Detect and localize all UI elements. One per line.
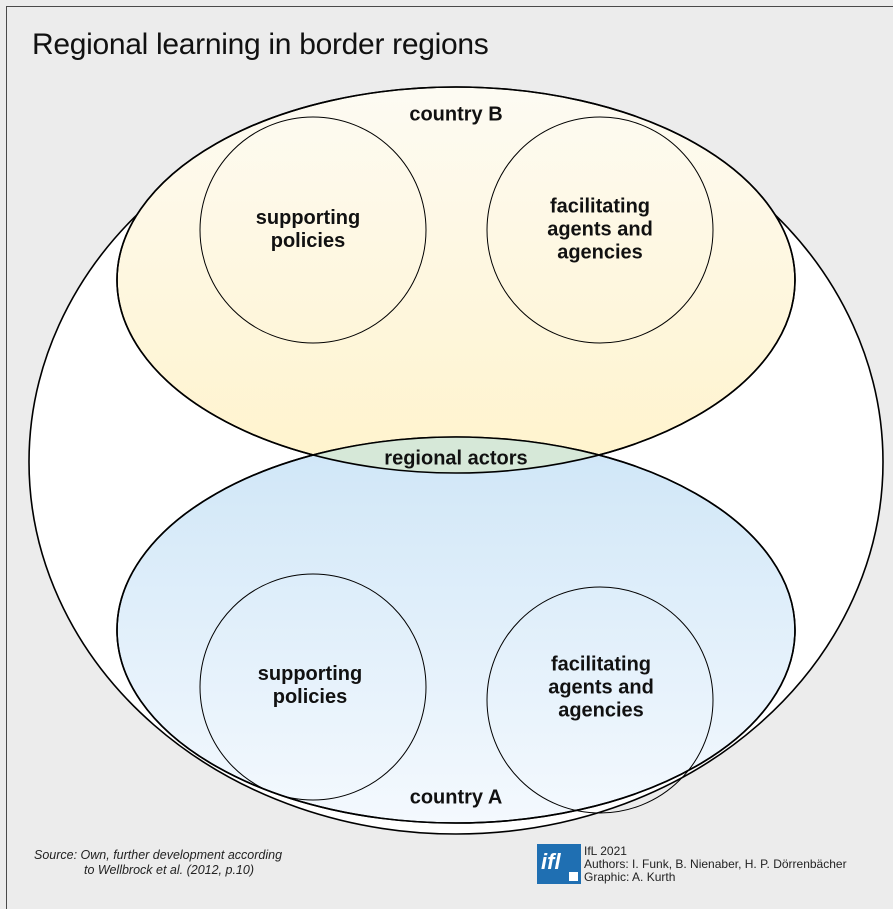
country-b-label: country B [409,103,503,126]
credits-line-1: IfL 2021 [584,844,627,858]
top-right-line-2: agents and [547,218,653,241]
logo-text: ifl [541,849,561,874]
source-note: Source: Own, further development accordi… [34,848,354,878]
country-a-label: country A [409,786,503,809]
top-left-line-1: supporting [255,207,361,229]
top-left-line-2: policies [270,230,346,252]
country-a-ellipse [116,436,796,824]
bottom-right-line-3: agencies [558,699,644,722]
bottom-right-line-2: agents and [548,676,654,699]
bottom-left-circle-label: supporting policies [258,663,362,709]
top-right-circle-label: facilitating agents and agencies [547,196,653,265]
figure-frame [6,6,893,909]
bottom-left-circle [199,573,427,801]
credits-line-2: Authors: I. Funk, B. Nienaber, H. P. Dör… [584,857,847,871]
credits: IfL 2021 Authors: I. Funk, B. Nienaber, … [584,845,847,884]
regional-actors-label: regional actors [384,447,528,470]
credits-line-3: Graphic: A. Kurth [584,870,676,884]
source-line-1: Source: Own, further development accordi… [34,848,283,862]
regional-actors-ellipse [116,436,796,824]
bottom-right-line-1: facilitating [550,653,652,676]
top-right-circle [486,116,714,344]
country-b-outline [116,86,796,474]
source-line-2: to Wellbrock et al. (2012, p.10) [84,863,254,877]
bottom-left-line-2: policies [272,686,348,708]
diagram-title: Regional learning in border regions [32,28,489,61]
bottom-right-circle-label: facilitating agents and agencies [548,654,654,723]
logo-square [569,872,578,881]
ifl-logo: ifl [537,844,581,884]
top-right-line-3: agencies [557,241,643,264]
top-left-circle [199,116,427,344]
country-b-ellipse [116,86,796,474]
bottom-left-line-1: supporting [257,663,363,685]
top-right-line-1: facilitating [549,195,651,218]
bottom-right-circle [486,586,714,814]
top-left-circle-label: supporting policies [256,207,360,253]
